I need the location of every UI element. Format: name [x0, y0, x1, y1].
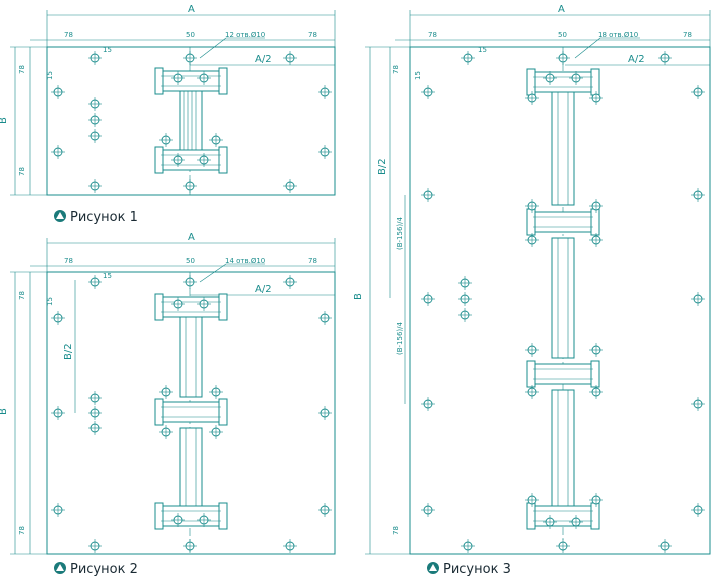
dim-78-left: 78	[64, 31, 73, 39]
dim-78-right: 78	[308, 31, 317, 39]
dim-b-half: B/2	[377, 158, 388, 175]
dim-a: A	[188, 4, 195, 15]
dim-50: 50	[186, 257, 195, 265]
dim-a-half: A/2	[255, 54, 272, 65]
dim-50: 50	[558, 31, 567, 39]
dim-a: A	[558, 4, 565, 15]
dim-15v: 15	[414, 71, 422, 80]
plate-outline	[409, 46, 711, 555]
dim-seg-upper: (B-156)/4	[396, 216, 404, 250]
dim-78v-top: 78	[18, 65, 26, 74]
holes-note-2: 14 отв.Ø10	[225, 257, 265, 265]
dim-15v: 15	[46, 71, 54, 80]
dim-b: B	[0, 117, 9, 124]
dim-78v-bottom: 78	[392, 526, 400, 535]
dim-15v: 15	[46, 297, 54, 306]
holes-note-1: 12 отв.Ø10	[225, 31, 265, 39]
dim-b: B	[0, 408, 9, 415]
dim-a-half: A/2	[255, 284, 272, 295]
dim-78v-top: 78	[18, 291, 26, 300]
dim-15: 15	[478, 46, 487, 54]
dim-78-right: 78	[683, 31, 692, 39]
dim-b: B	[353, 293, 364, 300]
figure-1: A 78 50 78 15 12 отв.Ø10 A/2 B 78 78 15	[0, 4, 336, 225]
caption-fig1: Рисунок 1	[70, 210, 138, 225]
dim-78-left: 78	[428, 31, 437, 39]
plate-outline	[46, 271, 336, 555]
dim-15: 15	[103, 272, 112, 280]
holes-note-3: 18 отв.Ø10	[598, 31, 638, 39]
dim-15: 15	[103, 46, 112, 54]
figure-2: A 78 50 78 15 14 отв.Ø10 A/2 B 78 78 15 …	[0, 232, 336, 577]
dim-50: 50	[186, 31, 195, 39]
dim-78v-bottom: 78	[18, 526, 26, 535]
figure-3: A 78 50 78 15 18 отв.Ø10 A/2 B B/2 (B-15…	[353, 4, 711, 577]
dim-78-right: 78	[308, 257, 317, 265]
plate-outline	[46, 46, 336, 196]
dim-78-left: 78	[64, 257, 73, 265]
dim-78v-bottom: 78	[18, 167, 26, 176]
dim-a: A	[188, 232, 195, 243]
dim-seg-lower: (B-156)/4	[396, 321, 404, 355]
dim-b-half: B/2	[63, 343, 74, 360]
caption-fig3: Рисунок 3	[443, 562, 511, 577]
caption-fig2: Рисунок 2	[70, 562, 138, 577]
dim-78v-top: 78	[392, 65, 400, 74]
dim-a-half: A/2	[628, 54, 645, 65]
